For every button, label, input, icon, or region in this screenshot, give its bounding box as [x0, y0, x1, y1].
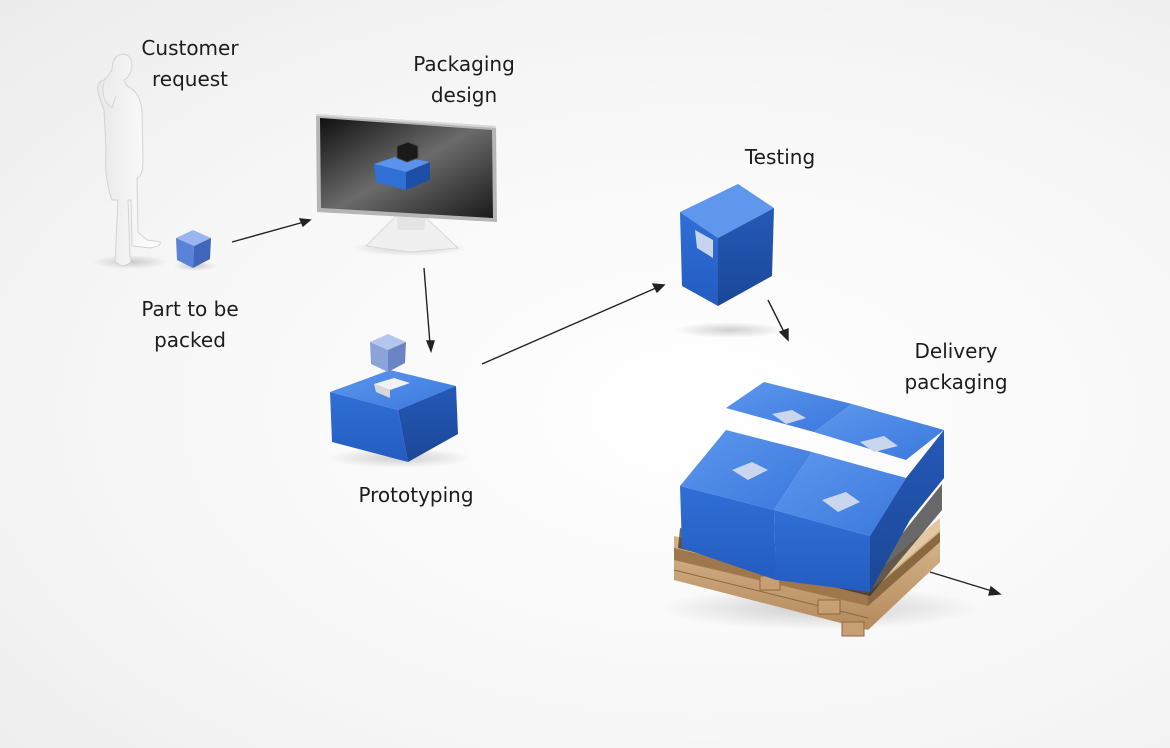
label-packaging-design: Packaging design	[406, 49, 522, 111]
customer-figure	[92, 53, 168, 269]
label-testing: Testing	[730, 142, 830, 173]
label-testing-line1: Testing	[744, 145, 816, 169]
flow-arrows	[231, 218, 1002, 596]
label-packaging-design-line2: design	[430, 83, 498, 107]
label-part-to-be-packed: Part to be packed	[130, 294, 250, 356]
label-part-to-be-packed-line1: Part to be	[141, 297, 239, 321]
delivery-pallet	[660, 382, 980, 637]
prototype-box	[328, 334, 472, 468]
label-delivery-packaging: Delivery packaging	[896, 336, 1016, 398]
label-customer-request: Customer request	[132, 33, 248, 95]
arrow-delivery-out	[929, 571, 993, 592]
label-customer-request-line2: request	[151, 67, 229, 91]
label-prototyping: Prototyping	[346, 480, 486, 511]
label-prototyping-line1: Prototyping	[358, 483, 474, 507]
arrow-head-testing-to-delivery	[778, 327, 789, 342]
label-delivery-packaging-line1: Delivery	[914, 339, 998, 363]
arrow-part-to-design	[231, 221, 305, 243]
arrow-prototype-to-testing	[481, 287, 657, 365]
monitor	[316, 114, 497, 256]
arrow-design-to-prototype	[423, 267, 431, 345]
arrow-head-part-to-design	[298, 218, 312, 228]
label-delivery-packaging-line2: packaging	[904, 370, 1008, 394]
arrow-head-delivery-out	[988, 585, 1002, 596]
arrow-head-prototype-to-testing	[651, 283, 666, 294]
arrow-head-design-to-prototype	[425, 340, 435, 354]
arrow-testing-to-delivery	[767, 299, 785, 333]
label-part-to-be-packed-line2: packed	[154, 328, 226, 352]
part-cube	[173, 230, 217, 271]
testing-cube	[675, 184, 785, 338]
label-packaging-design-line1: Packaging	[413, 52, 515, 76]
label-customer-request-line1: Customer	[141, 36, 239, 60]
